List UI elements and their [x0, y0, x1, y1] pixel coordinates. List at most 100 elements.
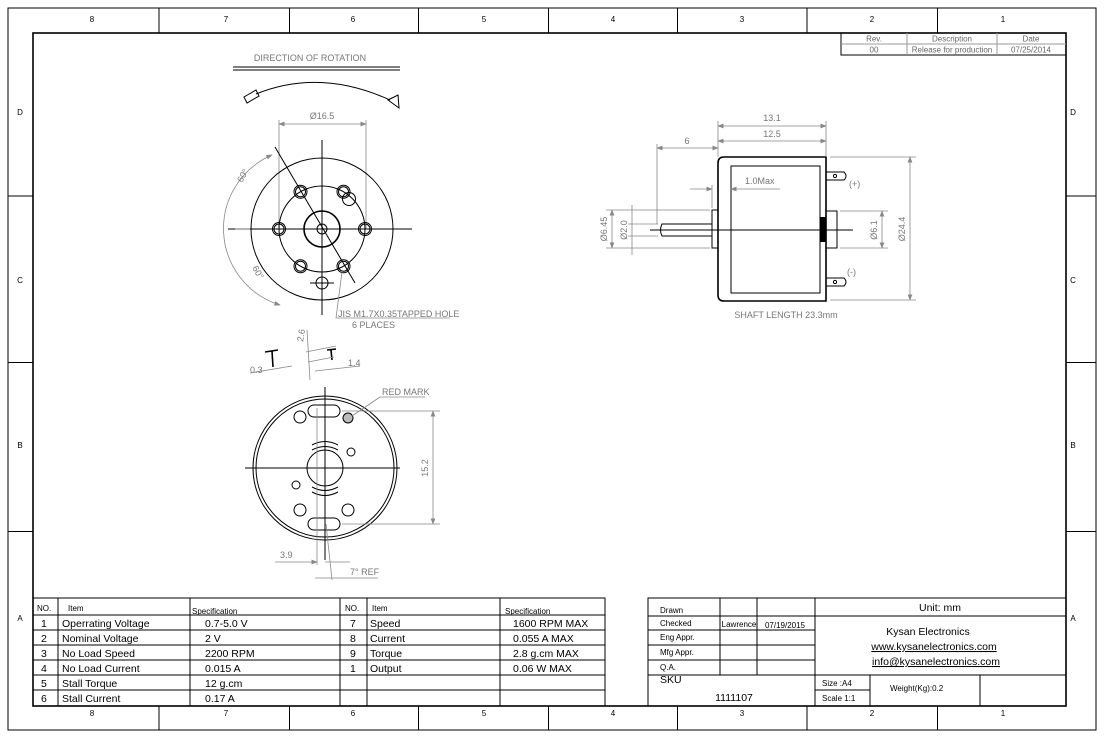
- dim-1-0-max: 1.0Max: [745, 176, 775, 186]
- dim-dia-6-45: Ø6.45: [599, 217, 609, 242]
- spec-header: Item: [372, 604, 388, 613]
- spec-no: 9: [350, 648, 356, 660]
- dim-13-1: 13.1: [763, 113, 781, 123]
- spec-value: 0.015 A: [205, 663, 241, 675]
- inner-frame: [32, 32, 1067, 707]
- dim-1-4: 1.4: [348, 358, 361, 368]
- dim-3-9: 3.9: [280, 550, 293, 560]
- tapped-hole: [336, 184, 351, 199]
- dim-dia-2-0: Ø2.0: [619, 220, 629, 240]
- spec-value: 0.7-5.0 V: [205, 618, 248, 630]
- zone-column-label: 7: [224, 709, 229, 718]
- revision-block: Rev. Description Date 00 Release for pro…: [840, 32, 1067, 56]
- sku-value: 1111107: [715, 692, 753, 704]
- dim-2-6: 2.6: [295, 328, 307, 342]
- checked-date: 07/19/2015: [765, 621, 806, 630]
- minus-terminal-label: (-): [847, 267, 856, 277]
- spec-value: 2 V: [205, 633, 221, 645]
- rev-header: Rev.: [866, 35, 882, 44]
- tapped-hole-note: JIS M1.7X0.35TAPPED HOLE: [338, 309, 459, 319]
- dim-6: 6: [684, 136, 689, 146]
- title-block: 07/19/2015 Lawrence Unit: mm Kysan Elect…: [647, 597, 1067, 707]
- spec-no: 4: [41, 663, 47, 675]
- spec-item: Stall Current: [62, 693, 120, 705]
- shaft-length-note: SHAFT LENGTH 23.3mm: [734, 310, 837, 320]
- zone-column-label: 4: [611, 709, 616, 718]
- approval-role: Checked: [660, 619, 692, 628]
- spec-item: Current: [370, 633, 405, 645]
- website-link[interactable]: www.kysanelectronics.com: [870, 641, 997, 653]
- spec-header: Item: [68, 604, 84, 613]
- zone-row-label: D: [1070, 108, 1076, 117]
- plus-terminal-label: (+): [849, 179, 860, 189]
- spec-no: 1: [41, 618, 47, 630]
- spec-header: Specification: [192, 607, 237, 616]
- zone-column-label: 5: [482, 15, 487, 24]
- spec-item: No Load Current: [62, 663, 140, 675]
- spec-no: 1: [350, 663, 356, 675]
- spec-value: 2.8 g.cm MAX: [513, 648, 579, 660]
- dim-15-2: 15.2: [420, 459, 430, 477]
- ref-7-degree: 7° REF: [350, 567, 380, 577]
- angle-60-lower: 60°: [250, 264, 266, 281]
- dim-dia-24-4: Ø24.4: [897, 217, 907, 242]
- spec-no: 5: [41, 678, 47, 690]
- tapped-hole: [342, 192, 356, 206]
- dia-16-5-label: Ø16.5: [310, 111, 335, 121]
- email-link[interactable]: info@kysanelectronics.com: [872, 656, 1000, 668]
- tapped-hole: [293, 259, 308, 274]
- zone-column-label: 2: [870, 15, 875, 24]
- spec-no: 8: [350, 633, 356, 645]
- spec-item: Output: [370, 663, 402, 675]
- approval-role: Q.A.: [660, 663, 676, 672]
- zone-row-label: C: [1070, 276, 1076, 285]
- zone-column-label: 2: [870, 709, 875, 718]
- direction-of-rotation-label: DIRECTION OF ROTATION: [254, 53, 366, 63]
- tapped-hole: [293, 184, 308, 199]
- rev-value: 00: [870, 46, 879, 55]
- spec-no: 6: [41, 693, 47, 705]
- spec-item: Torque: [370, 648, 402, 660]
- zone-column-label: 6: [351, 15, 356, 24]
- description-value: Release for production: [912, 46, 993, 55]
- zone-row-label: A: [1070, 614, 1076, 623]
- spec-no: 3: [41, 648, 47, 660]
- date-value: 07/25/2014: [1011, 46, 1052, 55]
- zone-column-label: 8: [90, 15, 95, 24]
- zone-column-label: 4: [611, 15, 616, 24]
- zone-row-label: B: [17, 441, 22, 450]
- company-name: Kysan Electronics: [886, 626, 969, 638]
- zone-row-label: C: [17, 276, 23, 285]
- zone-column-label: 3: [740, 15, 745, 24]
- unit-label: Unit: mm: [919, 602, 961, 614]
- size-label: Size :A4: [822, 679, 852, 688]
- zone-column-label: 6: [351, 709, 356, 718]
- rotation-arrow-arc: [255, 81, 391, 101]
- spec-item: Operrating Voltage: [62, 618, 150, 630]
- zone-column-label: 1: [1001, 15, 1006, 24]
- dim-12-5: 12.5: [763, 129, 781, 139]
- spec-item: Speed: [370, 618, 401, 630]
- front-view: DIRECTION OF ROTATION Ø16.5 60° 60° JIS …: [223, 53, 459, 330]
- zone-column-label: 8: [90, 709, 95, 718]
- spec-value: 2200 RPM: [205, 648, 255, 660]
- side-view: (+) (-) 13.1 12.5 6 1.0Max Ø6.45 Ø2.0 Ø6…: [599, 113, 916, 320]
- spec-header: NO.: [37, 604, 51, 613]
- zone-column-label: 3: [740, 709, 745, 718]
- spec-no: 7: [350, 618, 356, 630]
- spec-value: 12 g.cm: [205, 678, 243, 690]
- checked-by: Lawrence: [722, 620, 757, 629]
- dim-dia-6-1: Ø6.1: [869, 220, 879, 240]
- dim-0-3: 0.3: [250, 365, 263, 375]
- spec-item: No Load Speed: [62, 648, 135, 660]
- date-header: Date: [1023, 35, 1040, 44]
- zone-column-label: 5: [482, 709, 487, 718]
- rear-view: 0.3 2.6 1.4 RED MARK 15.2 3.9 7° REF: [245, 328, 440, 581]
- zone-column-label: 1: [1001, 709, 1006, 718]
- zone-column-label: 7: [224, 15, 229, 24]
- zone-row-label: A: [17, 614, 23, 623]
- spec-no: 2: [41, 633, 47, 645]
- spec-value: 0.06 W MAX: [513, 663, 572, 675]
- spec-item: Nominal Voltage: [62, 633, 139, 645]
